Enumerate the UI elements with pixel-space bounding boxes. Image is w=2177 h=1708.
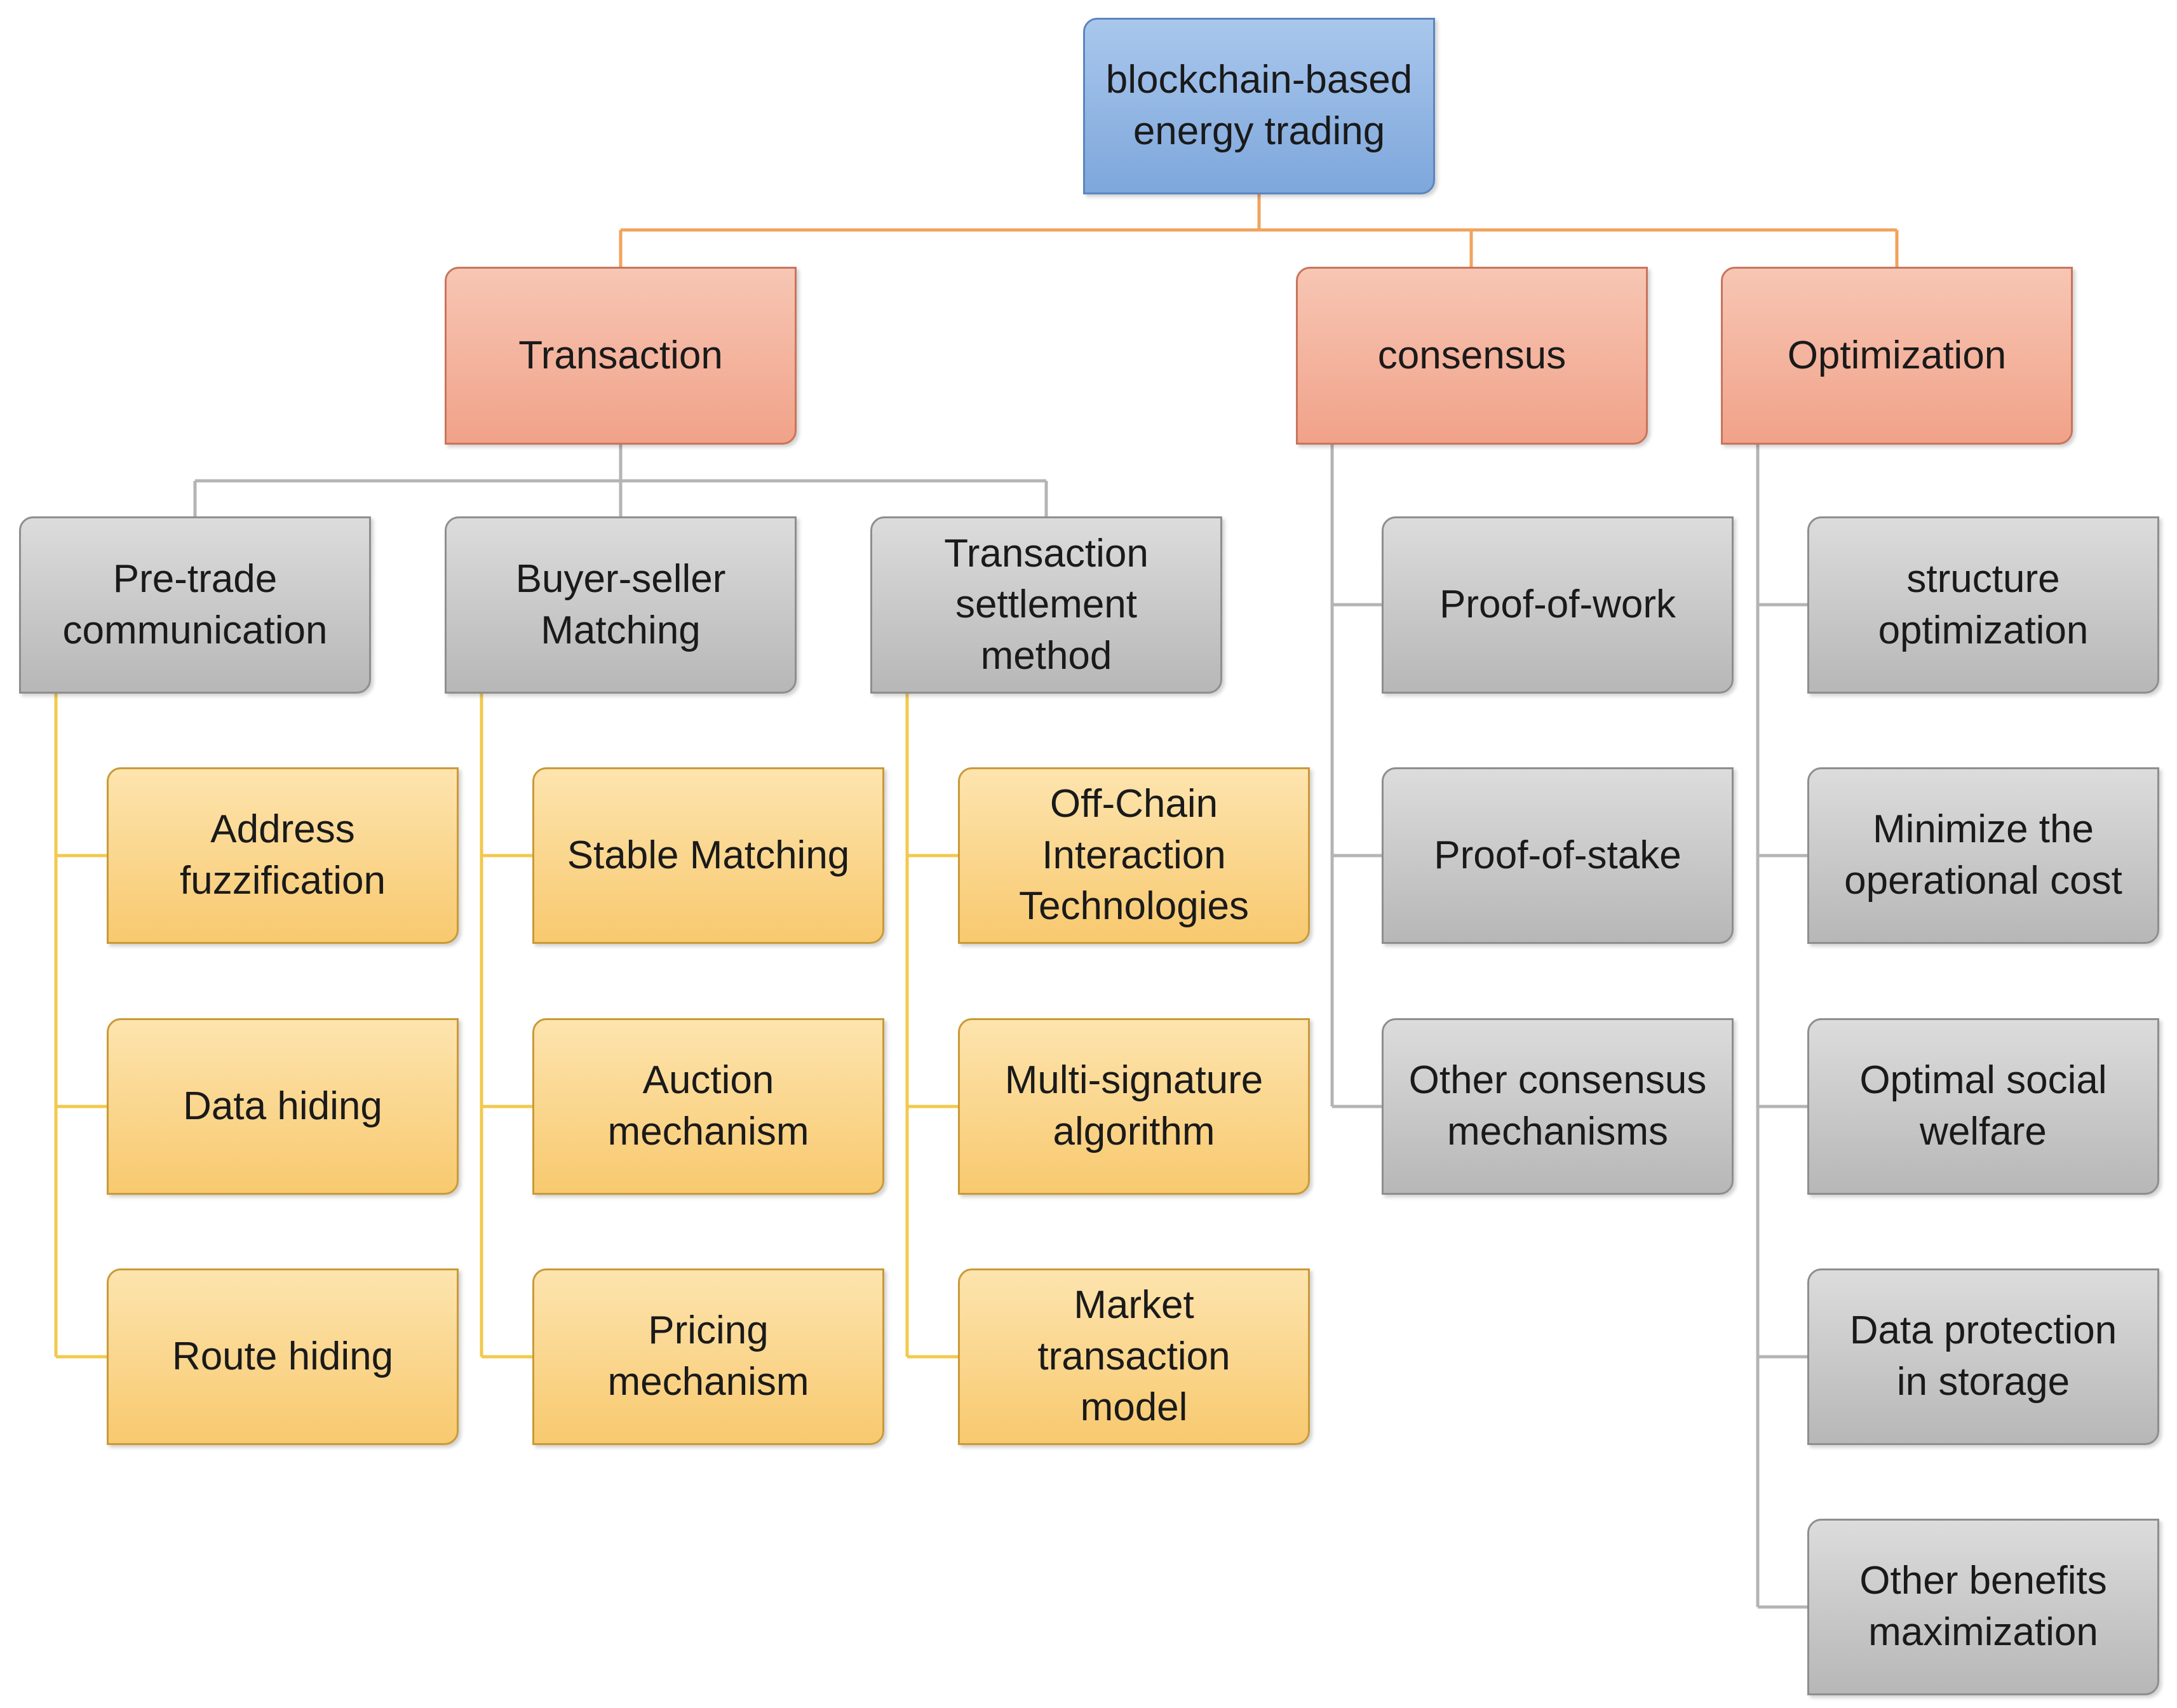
- subcategory-label: Transaction settlement method: [944, 531, 1149, 678]
- subcategory-label: Pre-trade communication: [62, 556, 328, 652]
- root-node: blockchain-based energy trading: [1083, 18, 1435, 194]
- leaf-label: Stable Matching: [567, 833, 850, 877]
- subcategory-buyer-seller-matching: Buyer-seller Matching: [445, 516, 797, 694]
- category-transaction: Transaction: [445, 267, 797, 445]
- leaf-off-chain-interaction: Off-Chain Interaction Technologies: [958, 767, 1310, 944]
- consensus-other-mechanisms: Other consensus mechanisms: [1382, 1018, 1734, 1195]
- subcategory-pre-trade-communication: Pre-trade communication: [19, 516, 371, 694]
- leaf-label: Data hiding: [183, 1084, 382, 1128]
- leaf-auction-mechanism: Auction mechanism: [532, 1018, 884, 1195]
- optimization-structure: structure optimization: [1807, 516, 2159, 694]
- leaf-address-fuzzification: Address fuzzification: [107, 767, 459, 944]
- subcategory-label: Buyer-seller Matching: [515, 556, 726, 652]
- leaf-label: Address fuzzification: [180, 807, 386, 903]
- category-optimization-label: Optimization: [1787, 333, 2007, 377]
- optimization-minimize-cost: Minimize the operational cost: [1807, 767, 2159, 944]
- optimization-item-label: Minimize the operational cost: [1844, 807, 2122, 903]
- optimization-item-label: Other benefits maximization: [1859, 1559, 2107, 1654]
- optimization-other-benefits: Other benefits maximization: [1807, 1519, 2159, 1695]
- category-transaction-label: Transaction: [518, 333, 723, 377]
- optimization-data-protection: Data protection in storage: [1807, 1268, 2159, 1445]
- optimization-social-welfare: Optimal social welfare: [1807, 1018, 2159, 1195]
- optimization-item-label: Optimal social welfare: [1859, 1058, 2107, 1153]
- leaf-label: Multi-signature algorithm: [1004, 1058, 1264, 1153]
- leaf-label: Auction mechanism: [607, 1058, 809, 1153]
- consensus-proof-of-work: Proof-of-work: [1382, 516, 1734, 694]
- leaf-data-hiding: Data hiding: [107, 1018, 459, 1195]
- category-optimization: Optimization: [1721, 267, 2073, 445]
- leaf-label: Pricing mechanism: [607, 1308, 809, 1404]
- optimization-item-label: structure optimization: [1878, 556, 2089, 652]
- leaf-multi-signature-algorithm: Multi-signature algorithm: [958, 1018, 1310, 1195]
- leaf-label: Route hiding: [172, 1334, 394, 1378]
- category-consensus-label: consensus: [1377, 333, 1567, 377]
- consensus-proof-of-stake: Proof-of-stake: [1382, 767, 1734, 944]
- leaf-stable-matching: Stable Matching: [532, 767, 884, 944]
- leaf-market-transaction-model: Market transaction model: [958, 1268, 1310, 1445]
- consensus-item-label: Other consensus mechanisms: [1408, 1058, 1707, 1153]
- leaf-route-hiding: Route hiding: [107, 1268, 459, 1445]
- leaf-pricing-mechanism: Pricing mechanism: [532, 1268, 884, 1445]
- category-consensus: consensus: [1296, 267, 1648, 445]
- leaf-label: Off-Chain Interaction Technologies: [1019, 782, 1249, 929]
- optimization-item-label: Data protection in storage: [1849, 1308, 2117, 1404]
- consensus-item-label: Proof-of-stake: [1434, 833, 1682, 877]
- root-node-label: blockchain-based energy trading: [1105, 58, 1413, 153]
- subcategory-transaction-settlement-method: Transaction settlement method: [870, 516, 1222, 694]
- leaf-label: Market transaction model: [1037, 1283, 1230, 1430]
- consensus-item-label: Proof-of-work: [1439, 582, 1676, 627]
